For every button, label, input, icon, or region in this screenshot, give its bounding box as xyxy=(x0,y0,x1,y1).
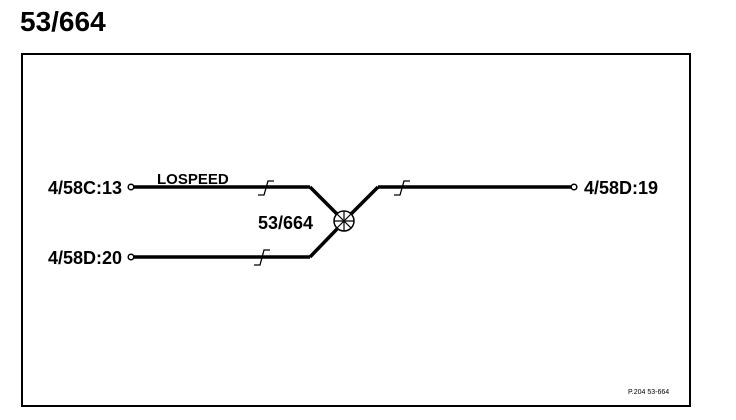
terminal-label-right: 4/58D:19 xyxy=(584,178,658,198)
break-mark-top-left xyxy=(258,180,274,196)
wire-left-bottom-diagonal xyxy=(308,227,339,259)
wire-label: LOSPEED xyxy=(157,171,229,188)
page-title: 53/664 xyxy=(20,6,106,37)
terminal-circle-right xyxy=(570,183,578,191)
wire-left-top-diagonal xyxy=(308,185,339,216)
break-mark-right xyxy=(394,180,410,196)
diagram-frame xyxy=(21,53,691,407)
figure-reference-note: P.204 53-664 xyxy=(628,389,670,396)
junction-label: 53/664 xyxy=(258,213,313,233)
terminal-label-left-top: 4/58C:13 xyxy=(48,178,122,198)
terminal-circle-left-top xyxy=(127,183,135,191)
wire-right-diagonal xyxy=(349,185,380,216)
terminal-circle-left-bottom xyxy=(127,253,135,261)
break-mark-bottom-left xyxy=(254,249,270,266)
terminal-label-left-bottom: 4/58D:20 xyxy=(48,248,122,268)
junction-symbol xyxy=(333,210,355,232)
